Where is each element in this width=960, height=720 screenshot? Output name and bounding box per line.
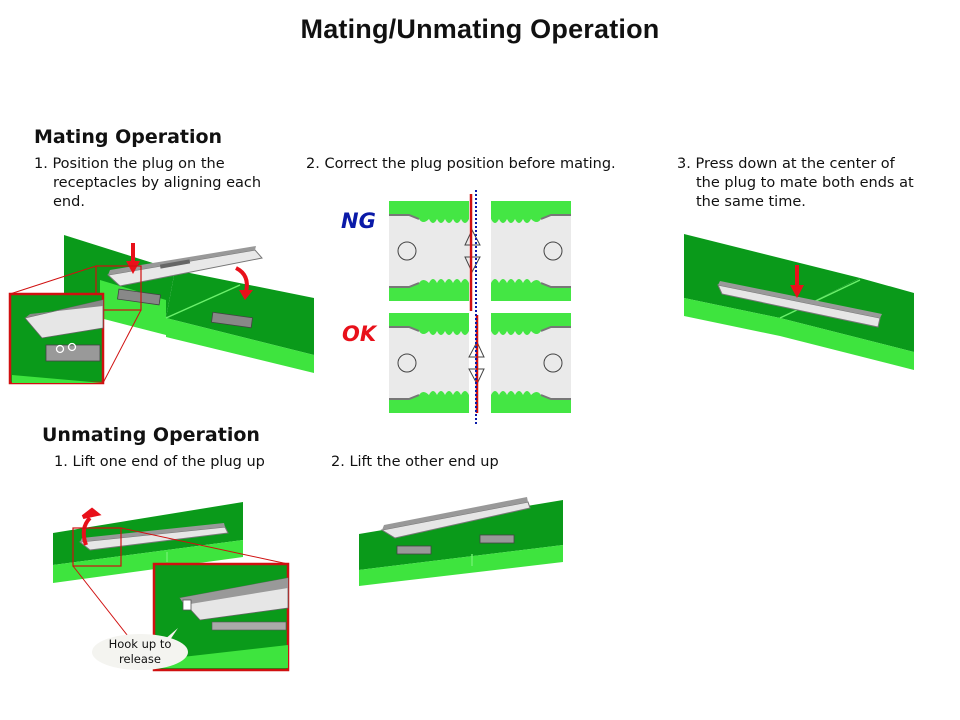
step-text-line: Press down at the center of xyxy=(695,156,895,172)
ng-alignment-diagram xyxy=(388,194,572,311)
plug-connector xyxy=(380,497,531,539)
pcb-board-left xyxy=(684,234,860,336)
mating-step-2: 2. Correct the plug position before mati… xyxy=(306,155,666,174)
plug-connector xyxy=(106,246,263,287)
receptacle-right xyxy=(479,534,515,544)
unmating-step-1: 1. Lift one end of the plug up xyxy=(54,453,265,472)
step-number: 1. xyxy=(34,156,48,172)
step-number: 3. xyxy=(677,156,691,172)
detail-magnifier-frame xyxy=(9,265,142,384)
step-text-line: the same time. xyxy=(696,194,806,210)
receptacle-right xyxy=(211,311,253,329)
step-text-line: the plug to mate both ends at xyxy=(696,175,914,191)
mating-step-1: 1. Position the plug on the receptacles … xyxy=(34,155,304,212)
hook-release-callout: Hook up to release xyxy=(92,634,188,670)
plug-connector xyxy=(78,523,229,551)
step-number: 2. xyxy=(306,156,320,172)
detail-zoom-inset xyxy=(152,562,290,672)
detail-magnifier-frame xyxy=(72,527,289,669)
step-number: 1. xyxy=(54,454,68,470)
callout-line: release xyxy=(119,652,161,666)
step-text-line: Position the plug on the xyxy=(52,156,225,172)
mating-heading: Mating Operation xyxy=(34,126,223,148)
detail-zoom-inset xyxy=(8,292,105,385)
step-text: Lift one end of the plug up xyxy=(72,454,265,470)
step-text-line: Correct the plug position before mating. xyxy=(324,156,616,172)
pcb-board-right xyxy=(165,270,314,373)
lift-up-arrow-icon xyxy=(81,507,102,546)
callout-line: Hook up to xyxy=(108,637,172,651)
receptacle-left xyxy=(117,288,161,306)
ng-label: NG xyxy=(341,209,376,233)
unmating-step-2: 2. Lift the other end up xyxy=(331,453,499,472)
page-title: Mating/Unmating Operation xyxy=(300,14,660,44)
press-down-arrow-icon xyxy=(126,243,140,274)
step-text-line: end. xyxy=(53,194,85,210)
step-text-line: receptacles by aligning each xyxy=(53,175,262,191)
mated-plug-connector xyxy=(717,281,882,328)
align-triangle-down-icon xyxy=(464,256,481,274)
unmating-heading: Unmating Operation xyxy=(42,424,260,446)
receptacle-left xyxy=(396,545,432,555)
step-text: Lift the other end up xyxy=(349,454,499,470)
press-down-arrow-icon xyxy=(790,265,804,298)
step-number: 2. xyxy=(331,454,345,470)
align-triangle-up-icon xyxy=(464,228,481,246)
rotate-down-arrow-icon xyxy=(235,266,253,300)
mating-step-3: 3. Press down at the center of the plug … xyxy=(677,155,947,212)
ok-label: OK xyxy=(342,322,377,346)
